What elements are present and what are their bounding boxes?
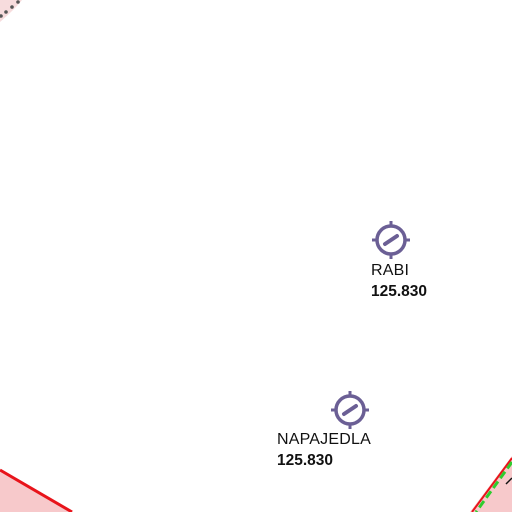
navaid-icon[interactable] bbox=[372, 221, 410, 259]
navaid-frequency-rabi: 125.830 bbox=[371, 283, 428, 300]
airspace-fill-bottom-right bbox=[470, 456, 512, 512]
navaid-frequency-napajedla: 125.830 bbox=[277, 452, 334, 469]
dotted-boundary-top-left bbox=[0, 0, 20, 18]
route-tick bbox=[505, 477, 512, 485]
airspace-boundary-line-left bbox=[0, 468, 73, 512]
airspace-fill-top-left bbox=[0, 0, 22, 22]
route-bottom-right bbox=[470, 456, 512, 512]
airspace-boundary-bottom-left bbox=[0, 468, 73, 512]
navaid-name-napajedla: NAPAJEDLA bbox=[277, 431, 371, 448]
navaid-icon[interactable] bbox=[331, 391, 369, 429]
airspace-corner-top-left bbox=[0, 0, 22, 22]
green-route-line bbox=[474, 461, 512, 512]
navaid-name-rabi: RABI bbox=[371, 262, 410, 279]
airspace-boundary-line-right bbox=[471, 457, 512, 512]
